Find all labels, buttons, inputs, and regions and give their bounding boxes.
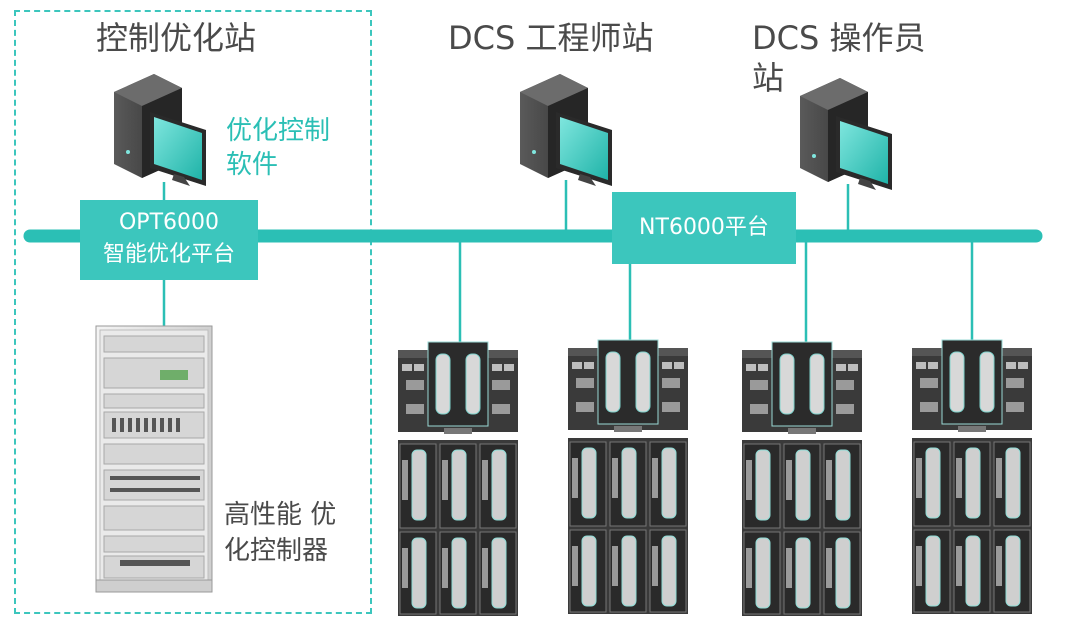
operator-station-title-line1: DCS 操作员: [752, 19, 926, 57]
dcs-cabinet-3-icon: [741, 341, 863, 617]
operator-station-title-line2: 站: [752, 59, 785, 97]
nt6000-platform-box: NT6000平台: [612, 192, 796, 264]
optimization-software-label-line1: 优化控制: [226, 116, 331, 146]
dcs-cabinet-1-icon: [397, 341, 519, 617]
optimization-controller-rack-icon: [95, 325, 213, 593]
dcs-cabinet-2-icon: [567, 339, 689, 615]
optimization-computer-icon: [114, 74, 206, 186]
engineer-computer-icon: [520, 74, 612, 186]
engineer-station-title: DCS 工程师站: [448, 19, 654, 57]
opt6000-platform-label-line1: OPT6000: [118, 210, 219, 235]
nt6000-platform-label: NT6000平台: [639, 215, 769, 240]
optimization-station-boundary: [14, 10, 372, 614]
optimization-station-title: 控制优化站: [96, 19, 257, 57]
dcs-cabinet-4-icon: [911, 339, 1033, 615]
optimization-controller-label-line2: 化控制器: [224, 536, 329, 566]
opt6000-platform-box: OPT6000 智能优化平台: [80, 200, 258, 280]
optimization-software-label-line2: 软件: [226, 150, 279, 180]
opt6000-platform-label-line2: 智能优化平台: [102, 242, 235, 267]
optimization-controller-label-line1: 高性能 优: [224, 500, 337, 530]
operator-computer-icon: [800, 78, 892, 190]
